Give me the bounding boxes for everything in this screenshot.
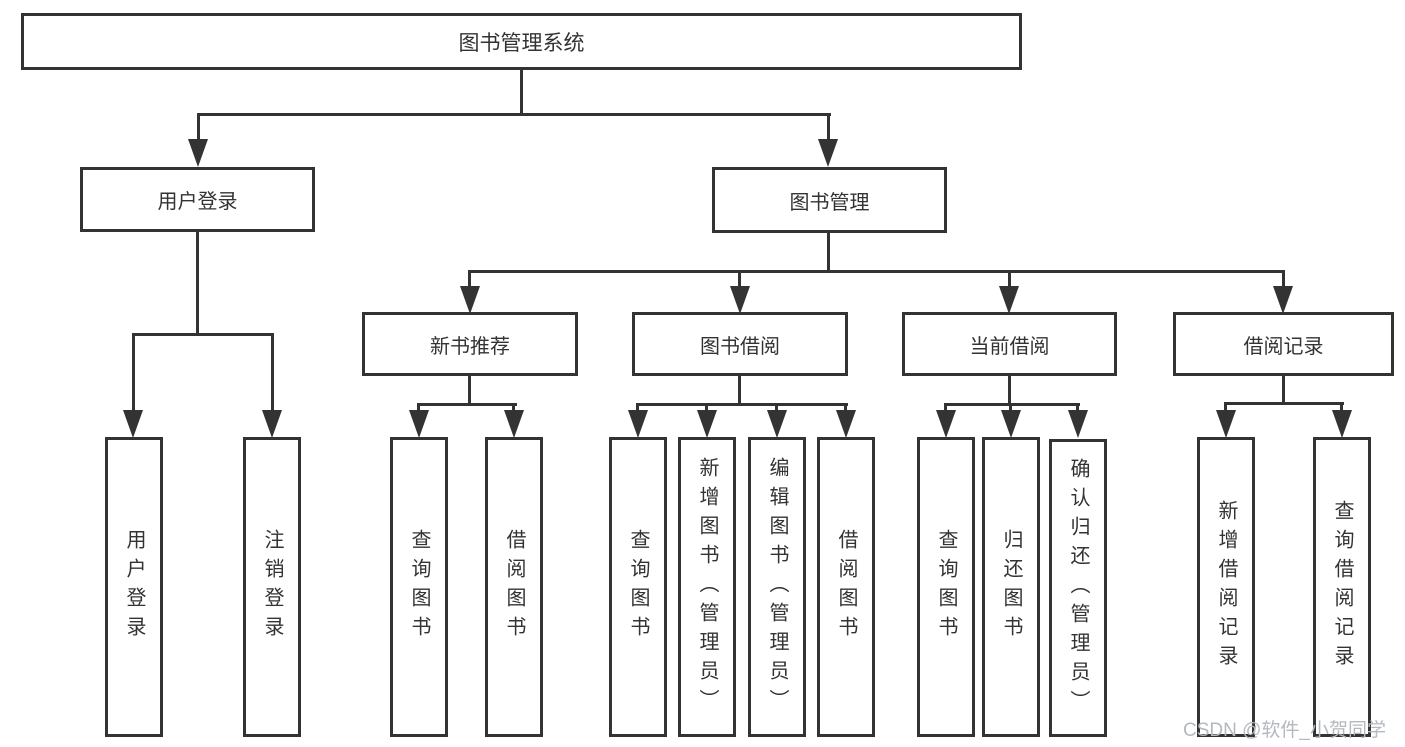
node-leaf-br-add-record: 新增借阅记录	[1197, 437, 1255, 737]
connector-records-stub	[1282, 376, 1285, 404]
arrow-to-book-mgmt	[818, 139, 838, 167]
connector-current-stub	[1008, 376, 1011, 406]
leaf-label: 查询图书	[627, 529, 649, 645]
connector-records-shaft	[1282, 273, 1285, 288]
connector-user-login-shaft	[197, 116, 200, 140]
connector-new-books-stub	[468, 376, 471, 406]
arrow-to-nb-query	[409, 410, 429, 438]
leaf-label: 归还图书	[1000, 529, 1022, 645]
node-borrowing-records: 借阅记录	[1173, 312, 1394, 376]
leaf-label: 查询图书	[935, 529, 957, 645]
leaf-label: 借阅图书	[835, 529, 857, 645]
arrow-to-cb-return	[1001, 410, 1021, 438]
node-book-management-system: 图书管理系统	[21, 13, 1022, 70]
connector-level2-rail	[197, 113, 831, 116]
connector-cb-confirm-shaft	[1076, 406, 1079, 411]
connector-current-rail	[944, 403, 1080, 406]
node-leaf-bb-query-books: 查询图书	[609, 437, 667, 737]
connector-book-mgmt-stub	[827, 233, 830, 272]
arrow-to-br-add	[1216, 410, 1236, 438]
connector-records-rail	[1224, 402, 1344, 405]
connector-br-add-shaft	[1224, 405, 1227, 411]
node-new-book-recommend: 新书推荐	[362, 312, 578, 376]
arrow-to-br-query	[1332, 410, 1352, 438]
connector-login-rail	[132, 333, 274, 336]
leaf-label: 新增图书（管理员）	[696, 456, 718, 718]
arrow-to-current	[999, 286, 1019, 314]
connector-root-stub	[520, 70, 523, 116]
connector-new-books-rail	[417, 403, 517, 406]
node-leaf-br-query-record: 查询借阅记录	[1313, 437, 1371, 737]
connector-bb-add-shaft	[705, 406, 708, 411]
connector-br-query-shaft	[1340, 405, 1343, 411]
arrow-to-login	[123, 410, 143, 438]
node-leaf-nb-query-books: 查询图书	[390, 437, 448, 737]
node-leaf-cb-confirm-return-admin: 确认归还（管理员）	[1049, 439, 1107, 737]
connector-borrow-shaft	[738, 273, 741, 288]
leaf-label: 查询借阅记录	[1331, 500, 1353, 674]
arrow-to-new-books	[460, 286, 480, 314]
node-leaf-bb-add-books-admin: 新增图书（管理员）	[678, 437, 736, 737]
connector-cb-query-shaft	[944, 406, 947, 411]
csdn-watermark: CSDN @软件_小贺同学	[1183, 720, 1386, 741]
node-current-borrowing: 当前借阅	[902, 312, 1117, 376]
arrow-to-bb-borrow	[836, 410, 856, 438]
connector-bb-edit-shaft	[775, 406, 778, 411]
connector-bb-query-shaft	[636, 406, 639, 411]
leaf-label: 确认归还（管理员）	[1067, 457, 1089, 719]
connector-login-shaft	[132, 336, 135, 411]
connector-borrow-stub	[738, 376, 741, 406]
connector-borrow-rail	[636, 403, 848, 406]
node-user-login: 用户登录	[80, 167, 315, 232]
node-leaf-user-login: 用户登录	[105, 437, 163, 737]
connector-cb-return-shaft	[1009, 406, 1012, 411]
leaf-label: 注销登录	[261, 529, 283, 645]
arrow-to-user-login	[188, 139, 208, 167]
node-book-management: 图书管理	[712, 167, 947, 233]
arrow-to-bb-add	[697, 410, 717, 438]
arrow-to-bb-edit	[767, 410, 787, 438]
node-book-borrowing: 图书借阅	[632, 312, 848, 376]
arrow-to-logout	[262, 410, 282, 438]
leaf-label: 用户登录	[123, 529, 145, 645]
node-leaf-bb-edit-books-admin: 编辑图书（管理员）	[748, 437, 806, 737]
arrow-to-cb-confirm	[1068, 410, 1088, 438]
node-leaf-nb-borrow-books: 借阅图书	[485, 437, 543, 737]
arrow-to-records	[1273, 286, 1293, 314]
leaf-label: 借阅图书	[503, 529, 525, 645]
connector-user-login-stub	[196, 232, 199, 336]
arrow-to-nb-borrow	[504, 410, 524, 438]
connector-book-mgmt-shaft	[827, 116, 830, 140]
node-leaf-logout: 注销登录	[243, 437, 301, 737]
arrow-to-cb-query	[936, 410, 956, 438]
connector-logout-shaft	[271, 336, 274, 411]
node-leaf-cb-return-books: 归还图书	[982, 437, 1040, 737]
leaf-label: 编辑图书（管理员）	[766, 456, 788, 718]
leaf-label: 新增借阅记录	[1215, 500, 1237, 674]
connector-current-shaft	[1008, 273, 1011, 288]
arrow-to-bb-query	[628, 410, 648, 438]
arrow-to-borrow	[730, 286, 750, 314]
connector-new-books-shaft	[468, 273, 471, 288]
connector-nb-query-shaft	[417, 406, 420, 411]
leaf-label: 查询图书	[408, 529, 430, 645]
node-leaf-cb-query-books: 查询图书	[917, 437, 975, 737]
connector-level3-rail	[468, 270, 1285, 273]
connector-nb-borrow-shaft	[512, 406, 515, 411]
connector-bb-borrow-shaft	[844, 406, 847, 411]
node-leaf-bb-borrow-books: 借阅图书	[817, 437, 875, 737]
